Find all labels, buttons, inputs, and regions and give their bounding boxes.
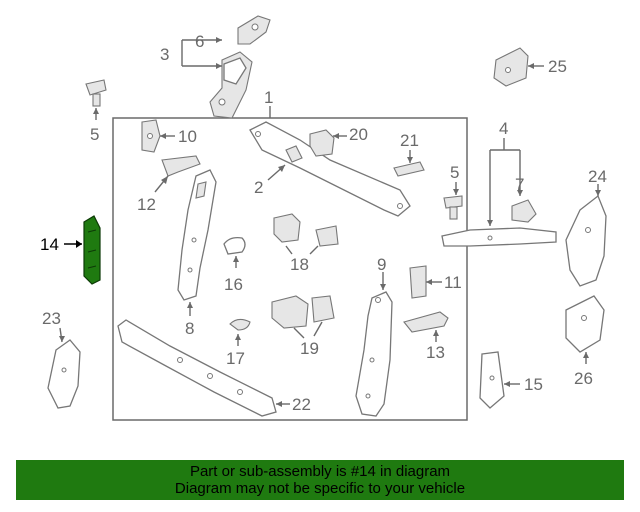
part-5-bolt-right[interactable] [443,195,463,220]
part-14-highlighted[interactable] [83,215,101,285]
part-3-bracket[interactable] [209,51,253,119]
part-20[interactable] [309,129,335,157]
info-banner: Part or sub-assembly is #14 in diagram D… [16,460,624,500]
callout-16[interactable]: 16 [224,275,243,294]
part-18-brackets[interactable] [273,213,339,247]
part-17[interactable] [229,318,251,331]
callout-21[interactable]: 21 [400,131,419,150]
part-15[interactable] [479,351,505,409]
part-19[interactable] [271,295,335,329]
callout-7[interactable]: 7 [515,175,524,194]
part-26[interactable] [565,295,605,353]
callout-1[interactable]: 1 [264,88,273,107]
callout-12[interactable]: 12 [137,195,156,214]
part-6-bracket[interactable] [237,15,271,45]
part-22-lower-rail[interactable] [117,319,277,417]
part-24[interactable] [565,194,607,287]
callout-24[interactable]: 24 [588,167,607,186]
callout-23[interactable]: 23 [42,309,61,328]
part-21[interactable] [393,161,425,177]
leader-arrowheads [59,37,601,407]
part-11[interactable] [409,265,427,299]
banner-line-1: Part or sub-assembly is #14 in diagram [189,463,451,480]
callout-18[interactable]: 18 [290,255,309,274]
callout-2[interactable]: 2 [254,178,263,197]
callout-4[interactable]: 4 [499,119,508,138]
part-23[interactable] [47,339,81,409]
part-14-shape[interactable] [83,215,101,285]
callout-8[interactable]: 8 [185,319,194,338]
part-2-crossmember[interactable] [249,121,411,217]
part-4-bracket-assembly[interactable] [441,199,557,247]
callout-17[interactable]: 17 [226,349,245,368]
callout-5-left[interactable]: 5 [90,125,99,144]
callout-22[interactable]: 22 [292,395,311,414]
part-12[interactable] [161,155,201,177]
part-10[interactable] [141,119,161,153]
part-16[interactable] [223,236,246,255]
callout-6[interactable]: 6 [195,32,204,51]
banner-line-2: Diagram may not be specific to your vehi… [174,480,466,497]
callout-9[interactable]: 9 [377,255,386,274]
callout-20[interactable]: 20 [349,125,368,144]
callout-3[interactable]: 3 [160,45,169,64]
callout-25[interactable]: 25 [548,57,567,76]
callout-13[interactable]: 13 [426,343,445,362]
part-8-pillar[interactable] [177,169,217,301]
part-25[interactable] [493,47,529,87]
part-9-bracket[interactable] [355,291,393,417]
callout-5-right[interactable]: 5 [450,163,459,182]
callout-26[interactable]: 26 [574,369,593,388]
callout-19[interactable]: 19 [300,339,319,358]
callout-15[interactable]: 15 [524,375,543,394]
callout-11[interactable]: 11 [444,273,462,292]
part-5-bolt[interactable] [85,79,107,107]
callout-14-arrow [76,240,82,248]
callout-14[interactable]: 14 [40,235,59,254]
callout-10[interactable]: 10 [178,127,197,146]
part-13[interactable] [403,311,449,333]
